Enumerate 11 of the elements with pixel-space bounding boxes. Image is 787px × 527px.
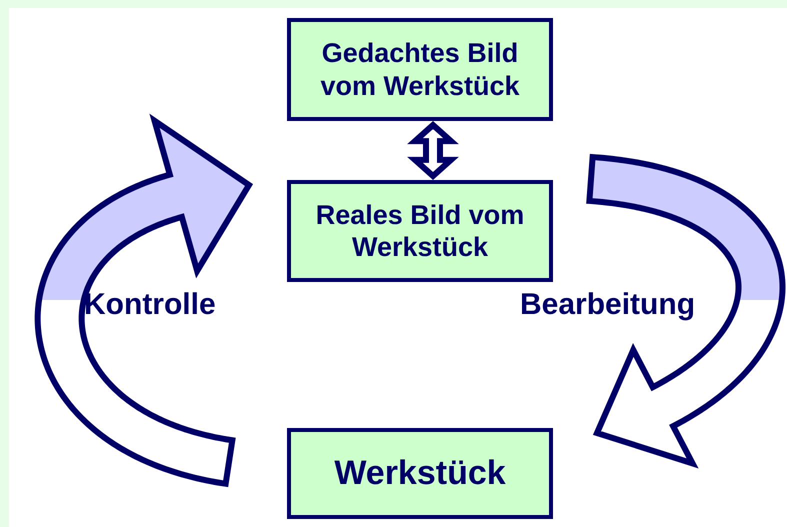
edge-label: Bearbeitung — [520, 288, 696, 322]
box-text: Reales Bild vom Werkstück — [314, 198, 526, 264]
process-box — [287, 18, 553, 121]
curved-arrow — [586, 154, 786, 468]
double-arrow — [407, 120, 459, 180]
process-box — [287, 180, 553, 282]
box-text: Werkstück — [334, 453, 506, 494]
box-text: Gedachtes Bild vom Werkstück — [319, 37, 521, 102]
curved-arrow — [34, 114, 254, 488]
edge-label: Kontrolle — [84, 288, 216, 322]
process-box — [287, 428, 553, 519]
